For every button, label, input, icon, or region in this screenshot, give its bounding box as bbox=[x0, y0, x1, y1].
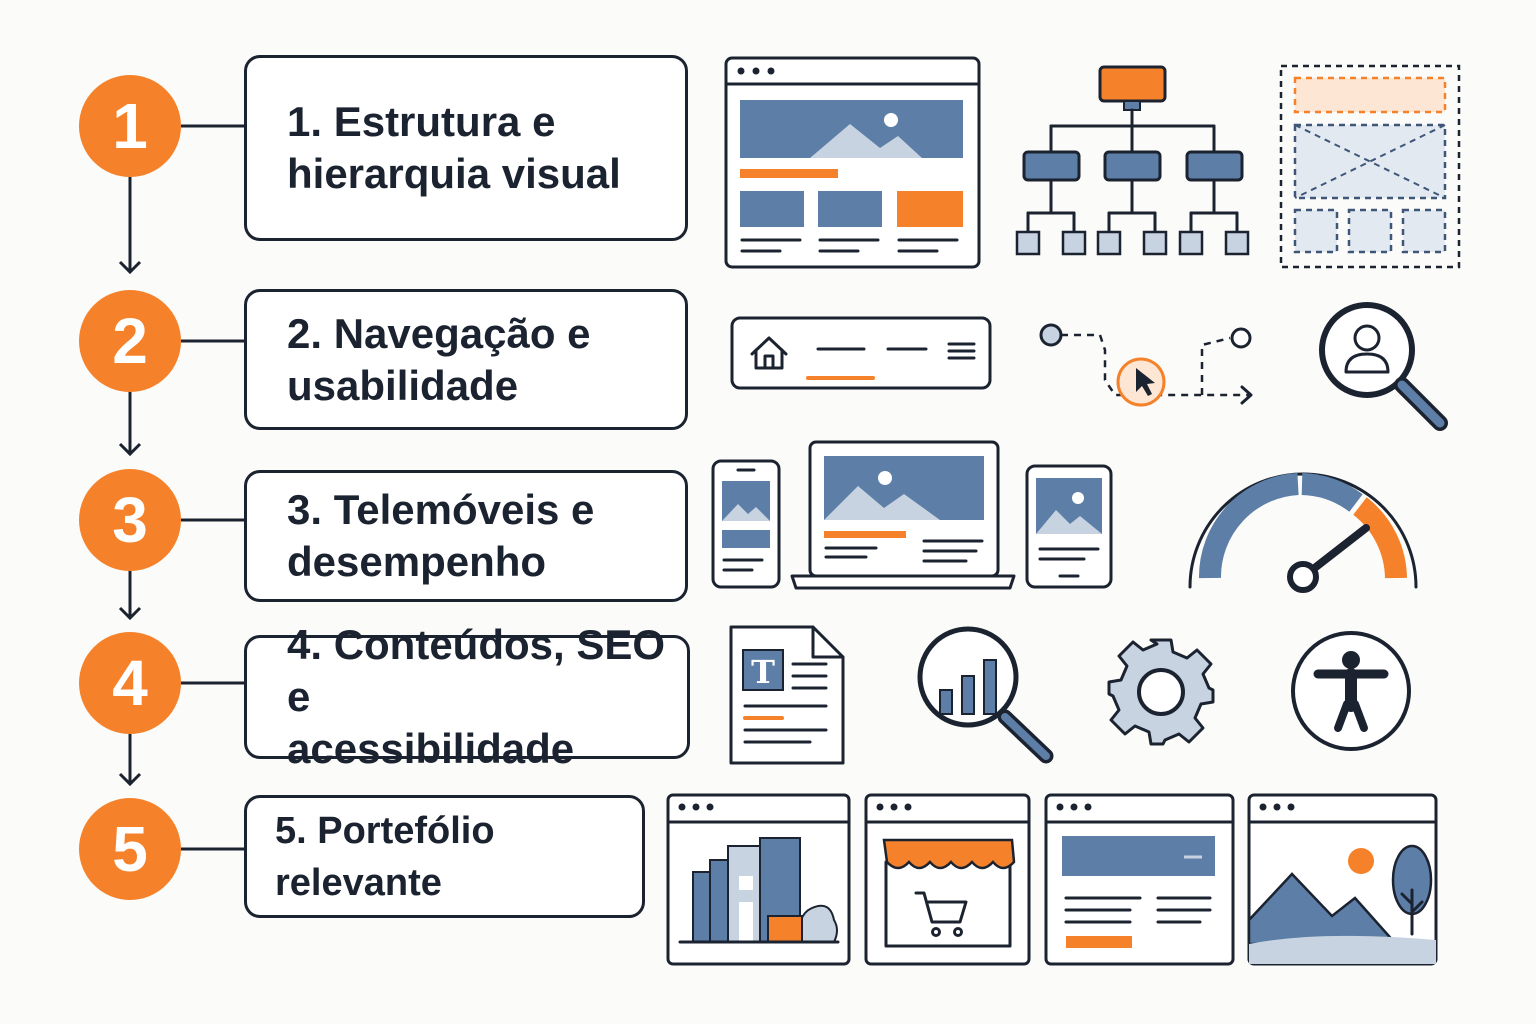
user-flow-icon bbox=[1039, 323, 1253, 407]
step-2-label: 2. Navegação e usabilidade bbox=[287, 309, 591, 409]
tablet-icon bbox=[1025, 464, 1113, 589]
step-2-number: 2 bbox=[79, 290, 181, 392]
webpage-layout-icon bbox=[724, 56, 981, 269]
article-site-icon bbox=[1044, 793, 1235, 966]
building-site-icon bbox=[666, 793, 851, 966]
user-search-icon bbox=[1319, 302, 1448, 431]
step-2-box: 2. Navegação e usabilidade bbox=[244, 289, 688, 430]
step-5-label: 5. Portefólio relevante bbox=[275, 809, 495, 904]
step-3-label: 3. Telemóveis e desempenho bbox=[287, 486, 595, 585]
analytics-search-icon bbox=[917, 626, 1054, 764]
sitemap-hierarchy-icon bbox=[1015, 65, 1250, 256]
step-4-number: 4 bbox=[79, 632, 181, 734]
step-1-number: 1 bbox=[79, 75, 181, 177]
accessibility-icon bbox=[1291, 631, 1411, 751]
step-3-number: 3 bbox=[79, 469, 181, 571]
step-5-box: 5. Portefólio relevante bbox=[244, 795, 645, 918]
step-1-box: 1. Estrutura e hierarquia visual bbox=[244, 55, 688, 241]
shop-site-icon bbox=[864, 793, 1031, 966]
step-4-label: 4. Conteúdos, SEO e acessibilidade bbox=[287, 621, 666, 772]
step-1-label: 1. Estrutura e hierarquia visual bbox=[287, 98, 621, 197]
step-4-box: 4. Conteúdos, SEO e acessibilidade bbox=[244, 621, 690, 772]
speed-gauge-icon bbox=[1188, 472, 1418, 593]
text-document-icon: T bbox=[729, 625, 845, 765]
wireframe-icon bbox=[1279, 64, 1461, 269]
step-3-box: 3. Telemóveis e desempenho bbox=[244, 470, 688, 602]
navigation-bar-icon bbox=[730, 316, 992, 390]
landscape-site-icon bbox=[1247, 793, 1438, 966]
laptop-icon bbox=[790, 440, 1016, 590]
gear-icon bbox=[1107, 638, 1215, 746]
phone-icon bbox=[711, 459, 781, 589]
step-5-number: 5 bbox=[79, 798, 181, 900]
svg-text:T: T bbox=[751, 653, 775, 691]
